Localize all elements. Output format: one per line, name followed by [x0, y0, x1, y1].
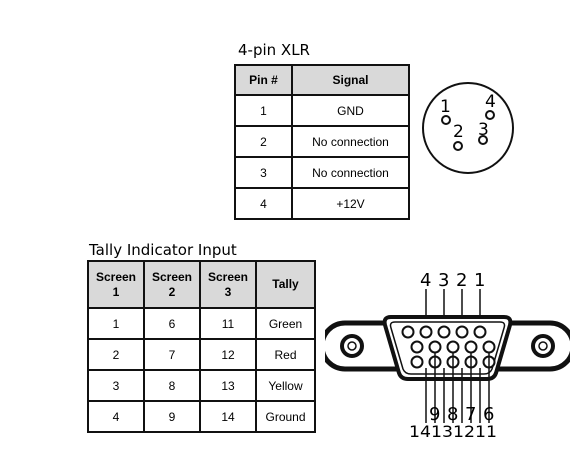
table-row: 3 No connection: [234, 156, 410, 189]
header-line: 3: [224, 284, 232, 299]
header-screen-3: Screen 3: [199, 260, 257, 309]
cell: 7: [143, 338, 201, 371]
cell: 8: [143, 369, 201, 402]
xlr-pin-3: [478, 135, 488, 145]
table-row: 4 +12V: [234, 187, 410, 220]
cell-signal: No connection: [291, 125, 410, 158]
cell: 13: [199, 369, 257, 402]
table-row: 4 9 14 Ground: [87, 400, 316, 433]
dsub-bottom-leaders: [425, 353, 490, 423]
cell: 2: [87, 338, 145, 371]
dsub-mount-hole-right-inner: [538, 341, 548, 351]
header-line: 1: [112, 284, 120, 299]
cell-pin: 2: [234, 125, 293, 158]
cell-pin: 1: [234, 94, 293, 127]
cell-signal: No connection: [291, 156, 410, 189]
table-row: 3 8 13 Yellow: [87, 369, 316, 402]
table-header-row: Pin # Signal: [234, 64, 410, 96]
dsub-bottom-label: 13: [431, 422, 453, 441]
dsub-top-label: 3: [438, 270, 449, 291]
xlr-pin-label-2: 2: [453, 122, 464, 142]
header-line: Screen: [95, 269, 137, 284]
cell: 6: [143, 307, 201, 340]
dsub-top-label: 1: [474, 270, 485, 291]
table-row: 1 GND: [234, 94, 410, 127]
cell: Yellow: [255, 369, 316, 402]
cell: 3: [87, 369, 145, 402]
header-signal: Signal: [291, 64, 410, 96]
xlr-pin-1: [441, 115, 451, 125]
tally-pin-table: Screen 1 Screen 2 Screen 3 Tally 1 6 11 …: [87, 260, 316, 433]
xlr-pin-label-3: 3: [478, 120, 489, 140]
header-tally: Tally: [255, 260, 316, 309]
dsub-bottom-label: 14: [409, 422, 431, 441]
cell-signal: +12V: [291, 187, 410, 220]
header-screen-1: Screen 1: [87, 260, 145, 309]
header-line: 2: [168, 284, 176, 299]
cell: 1: [87, 307, 145, 340]
table-row: 2 7 12 Red: [87, 338, 316, 371]
xlr-connector-diagram: 1 2 3 4: [422, 82, 514, 174]
cell: Ground: [255, 400, 316, 433]
cell: Green: [255, 307, 316, 340]
xlr-pin-label-1: 1: [440, 97, 451, 117]
header-pin: Pin #: [234, 64, 293, 96]
xlr-pin-4: [485, 110, 495, 120]
cell: 12: [199, 338, 257, 371]
cell-pin: 3: [234, 156, 293, 189]
dsub-mid-label: 9: [429, 404, 440, 425]
xlr-pin-table: Pin # Signal 1 GND 2 No connection 3 No …: [234, 64, 410, 220]
xlr-pin-label-4: 4: [485, 92, 496, 112]
dsub-mid-label: 8: [447, 404, 458, 425]
dsub-mid-label: 7: [465, 404, 476, 425]
xlr-pin-2: [453, 141, 463, 151]
header-screen-2: Screen 2: [143, 260, 201, 309]
table-header-row: Screen 1 Screen 2 Screen 3 Tally: [87, 260, 316, 309]
header-line: Tally: [272, 277, 299, 291]
cell: 9: [143, 400, 201, 433]
dsub-top-label: 2: [456, 270, 467, 291]
header-line: Screen: [151, 269, 193, 284]
table-row: 2 No connection: [234, 125, 410, 158]
cell: 11: [199, 307, 257, 340]
dsub-bottom-label: 11: [475, 422, 497, 441]
cell: 4: [87, 400, 145, 433]
dsub-mount-hole-left-inner: [347, 341, 357, 351]
xlr-title: 4-pin XLR: [238, 41, 310, 59]
header-line: Screen: [207, 269, 249, 284]
table-row: 1 6 11 Green: [87, 307, 316, 340]
tally-title: Tally Indicator Input: [89, 241, 237, 259]
cell-pin: 4: [234, 187, 293, 220]
dsub-bottom-label: 12: [453, 422, 475, 441]
cell: Red: [255, 338, 316, 371]
xlr-connector-outline: [422, 82, 514, 174]
dsub-top-label: 4: [420, 270, 431, 291]
dsub-connector-diagram: 4 3 2 1 9 8 7 6 14 13 12: [325, 270, 570, 441]
dsub-mid-label: 6: [483, 404, 494, 425]
cell: 14: [199, 400, 257, 433]
cell-signal: GND: [291, 94, 410, 127]
